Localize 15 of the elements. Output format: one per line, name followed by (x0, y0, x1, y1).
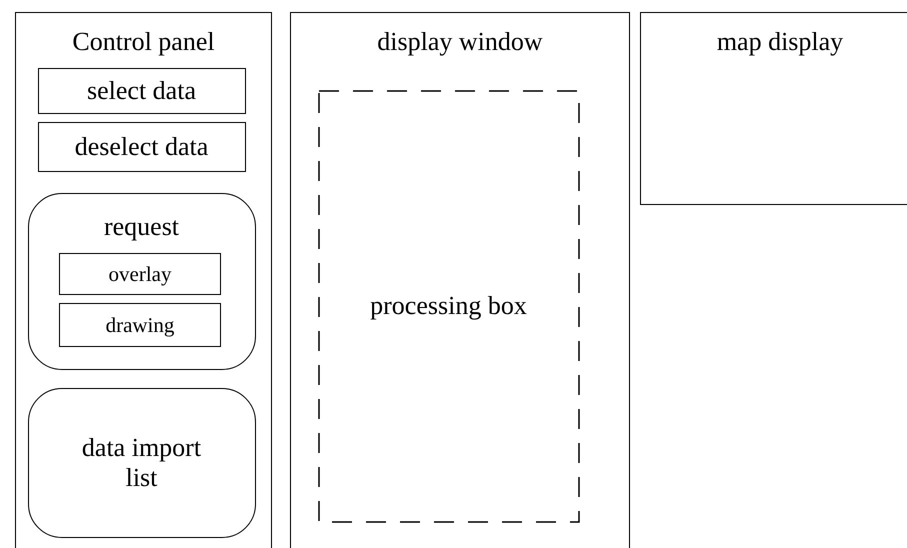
control-panel (15, 12, 272, 548)
panel-title: request (104, 212, 180, 242)
display-window (290, 12, 630, 548)
menu-option: select data (38, 68, 246, 114)
panel-title: map display (716, 27, 844, 57)
menu-option: drawing (59, 303, 221, 347)
menu-option: deselect data (38, 122, 246, 172)
panel-title: Control panel (72, 27, 215, 57)
map-display-panel (640, 12, 907, 205)
panel-title: display window (377, 27, 543, 57)
menu-option: overlay (59, 253, 221, 295)
list-panel: data import list (28, 388, 256, 538)
request-panel (28, 192, 256, 370)
area-label: processing box (370, 291, 527, 321)
processing-area (318, 90, 580, 522)
